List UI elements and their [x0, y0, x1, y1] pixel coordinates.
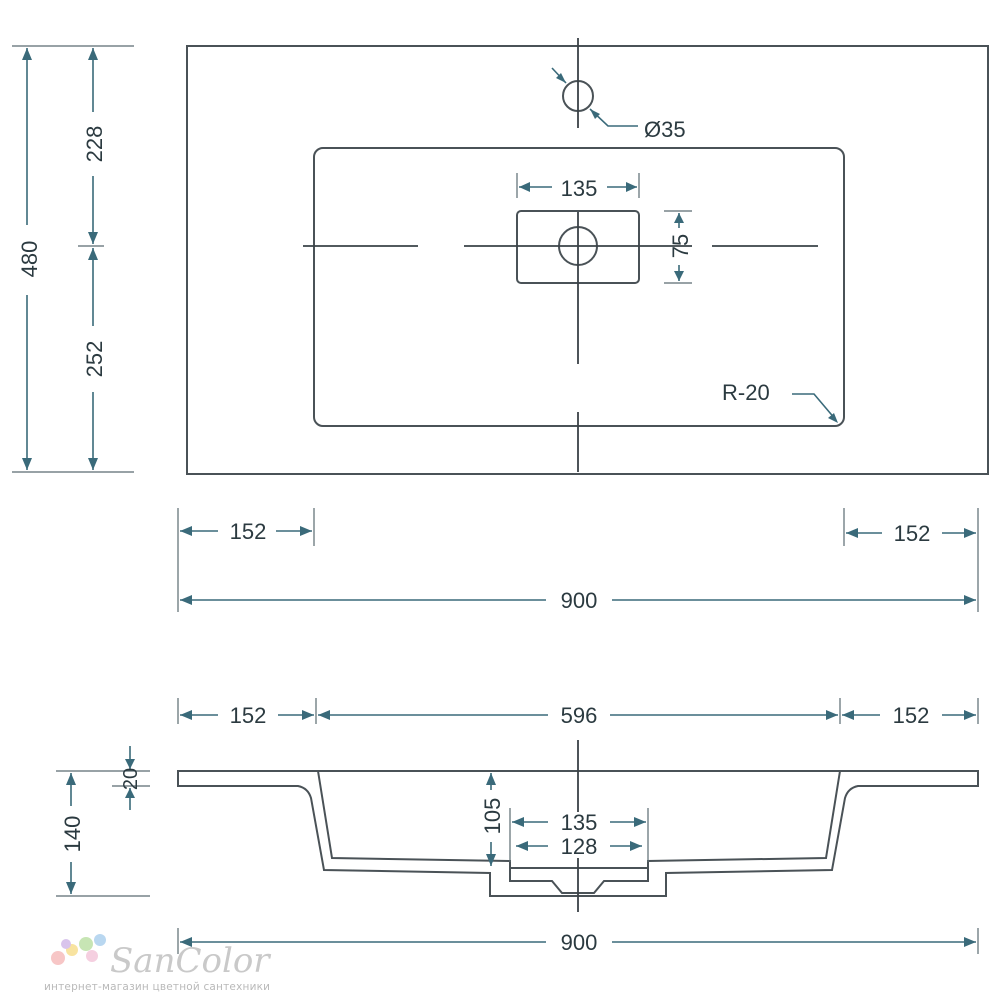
- left-ledge-width-label: 152: [230, 519, 267, 544]
- total-width-label: 900: [561, 588, 598, 613]
- brand-dot: [94, 934, 106, 946]
- section-right-ledge-label: 152: [893, 703, 930, 728]
- width-dimensions: 152 152 900: [177, 508, 979, 613]
- section-recess-inner-label: 128: [561, 834, 598, 859]
- drain-recess-depth-label: 75: [668, 234, 693, 258]
- drain-recess-width-label: 135: [561, 176, 598, 201]
- right-ledge-width-label: 152: [894, 521, 931, 546]
- brand-dot: [86, 950, 98, 962]
- corner-radius-leader: [792, 393, 837, 421]
- section-bowl-depth-label: 105: [480, 798, 505, 835]
- section-left-ledge-label: 152: [230, 703, 267, 728]
- depth-front-label: 252: [82, 341, 107, 378]
- brand-dots: [51, 934, 106, 965]
- section-total-width-label: 900: [561, 930, 598, 955]
- drain-insert: [509, 868, 649, 894]
- countertop-outline: [186, 45, 989, 475]
- top-view: Ø35 135 75 R-20 480 228: [12, 38, 989, 475]
- brand-dot: [51, 951, 65, 965]
- corner-radius-label: R-20: [722, 380, 770, 405]
- brand-dot: [61, 939, 71, 949]
- tap-hole-leader-out: [589, 108, 638, 127]
- section-total-height-label: 140: [60, 816, 85, 853]
- brand-name: SanColor: [110, 941, 271, 981]
- section-rim-thickness-label: 20: [120, 768, 142, 790]
- brand-dot: [79, 937, 93, 951]
- section-recess-outer-label: 135: [561, 810, 598, 835]
- tap-hole-diameter-label: Ø35: [644, 117, 686, 142]
- depth-back-label: 228: [82, 126, 107, 163]
- section-bowl-width-label: 596: [561, 703, 598, 728]
- basin-profile-inner: [317, 770, 841, 869]
- section-view: 152 596 152 140 20: [56, 698, 979, 955]
- basin-profile-outer: [177, 770, 979, 897]
- brand-tagline: интернет-магазин цветной сантехники: [44, 981, 270, 993]
- basin-bowl-outline: [313, 147, 845, 427]
- depth-total-label: 480: [17, 241, 42, 278]
- brand-logo: SanColor интернет-магазин цветной сантех…: [44, 934, 271, 993]
